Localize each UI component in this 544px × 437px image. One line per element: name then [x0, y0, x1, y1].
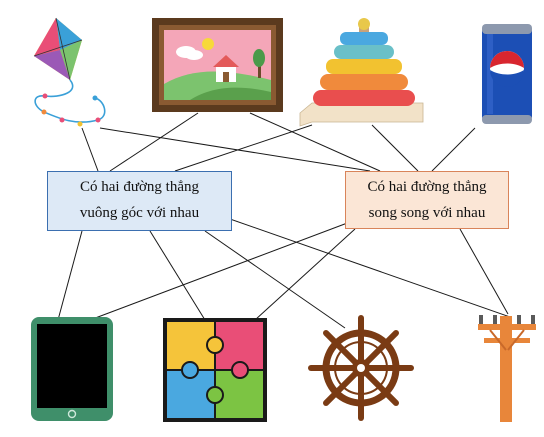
utility-pole-icon[interactable] [478, 315, 536, 422]
parallel-box-line2: song song với nhau [368, 205, 486, 221]
perpendicular-box-line1: Có hai đường thẳng [80, 179, 199, 195]
soda-can-icon[interactable] [482, 24, 532, 124]
kite-icon[interactable] [33, 17, 106, 127]
framed-picture-icon[interactable] [152, 18, 283, 112]
parallel-box-line1: Có hai đường thẳng [367, 179, 487, 195]
stacking-rings-toy-icon[interactable] [299, 18, 424, 127]
parallel-lines-box[interactable]: Có hai đường thẳng song song với nhau [345, 171, 509, 229]
perpendicular-lines-box[interactable]: Có hai đường thẳng vuông góc với nhau [47, 171, 232, 231]
tablet-icon[interactable] [31, 317, 113, 421]
perpendicular-box-line2: vuông góc với nhau [79, 205, 200, 221]
jigsaw-puzzle-icon[interactable] [163, 318, 267, 422]
ship-wheel-icon[interactable] [308, 315, 414, 421]
connection-lines [57, 112, 511, 329]
